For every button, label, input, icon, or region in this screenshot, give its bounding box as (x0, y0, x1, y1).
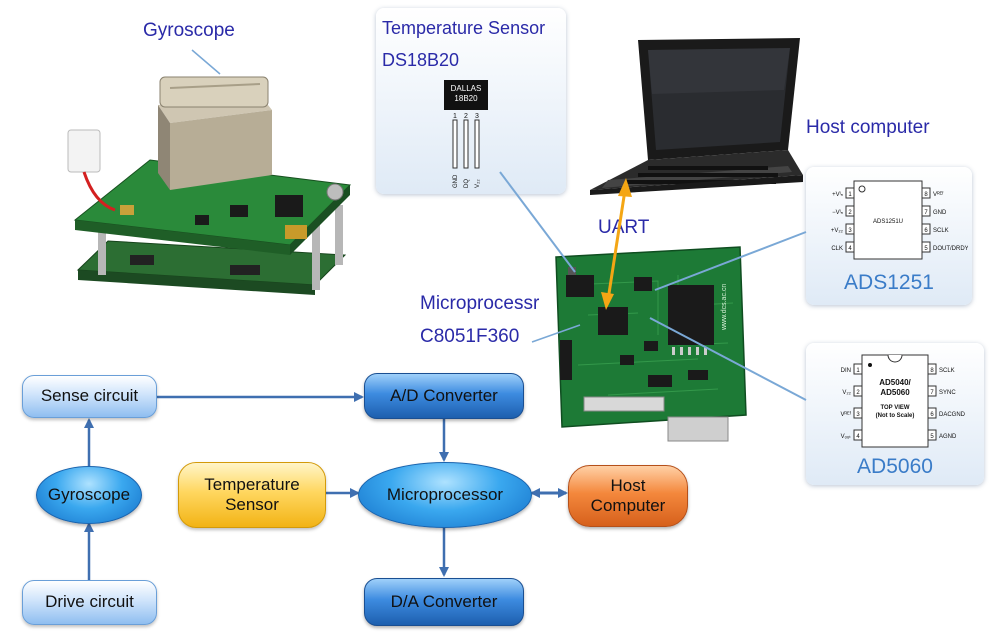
da-converter-node: D/A Converter (364, 578, 524, 626)
drive-circuit-node: Drive circuit (22, 580, 157, 625)
ad5060-chip-text-1: AD5040/ (879, 378, 911, 387)
host-computer-label-1: Host (610, 475, 646, 495)
chip-pin-name: GND (933, 210, 947, 216)
gyroscope-pointer-line (191, 49, 221, 75)
chip-pin-name: SCLK (939, 368, 955, 374)
microprocessor-board-image: www.dcs.ac.cn (555, 246, 747, 442)
ds18b20-pin-number: 2 (464, 113, 468, 120)
chip-pin-box (927, 363, 937, 375)
chip-pin-name: CLK (831, 246, 843, 252)
c8051f360-label: C8051F360 (420, 326, 520, 347)
uart-label: UART (598, 217, 650, 238)
ads1251-title: ADS1251 (844, 271, 934, 294)
ad5060-chip-text-2: AD5060 (880, 388, 910, 397)
gyroscope-node: Gyroscope (36, 466, 142, 524)
ds18b20-pin-name: GND (453, 174, 459, 188)
host-computer-photo-label: Host computer (806, 117, 930, 138)
ds18b20-pin-name: DQ (464, 179, 470, 188)
chip-pin-name: −Vᴵₙ (832, 209, 844, 216)
laptop-image (590, 38, 803, 195)
chip-pin-number: 7 (924, 210, 928, 216)
chip-pin-number: 6 (924, 228, 928, 234)
chip-pin-number: 5 (924, 246, 928, 252)
chip-pin-box (927, 385, 937, 397)
chip-pin-box (921, 205, 931, 217)
ad-converter-label: A/D Converter (390, 385, 498, 405)
chip-pin-name: Vᴿᴱᶠ (840, 411, 851, 418)
chip-pin-name: +Vᴵₙ (832, 191, 844, 198)
ad5060-card: AD5040/ AD5060 TOP VIEW (Not to Scale) 1… (806, 343, 984, 485)
gyroscope-node-label: Gyroscope (47, 484, 131, 504)
ds18b20-title: DS18B20 (382, 50, 460, 70)
chip-pin-number: 6 (930, 412, 934, 418)
chip-pin-box (853, 407, 863, 419)
chip-pin-number: 5 (930, 434, 934, 440)
ds18b20-pin-name: V₂₂ (475, 179, 481, 188)
ad5060-chip-text-3: TOP VIEW (880, 405, 909, 411)
chip-pin-box (927, 429, 937, 441)
chip-pin-box (853, 429, 863, 441)
chip-pin-box (921, 223, 931, 235)
microprocessor-node: Microprocessor (358, 462, 532, 528)
microprocessor-node-label: Microprocessor (386, 484, 504, 504)
chip-pin-box (845, 223, 855, 235)
chip-pin-number: 2 (848, 210, 852, 216)
chip-pin-name: Vᴿᴱᶠ (933, 191, 944, 198)
chip-pin-name: DIN (841, 368, 851, 374)
ds18b20-pin-number: 3 (475, 113, 479, 120)
ad-converter-node: A/D Converter (364, 373, 524, 419)
chip-pin-box (845, 187, 855, 199)
temperature-sensor-title: Temperature Sensor (382, 18, 546, 38)
chip-pin-box (853, 363, 863, 375)
microprocessor-photo-label: Microprocessr (420, 293, 540, 314)
ds18b20-chip-text-1: DALLAS (451, 84, 482, 93)
ads1251-chip-label: ADS1251U (873, 219, 903, 225)
da-converter-label: D/A Converter (390, 591, 498, 611)
chip-pin-number: 7 (930, 390, 934, 396)
temperature-sensor-card: Temperature Sensor DS18B20 DALLAS 18B20 … (376, 8, 566, 194)
ds18b20-pin-number: 1 (453, 113, 457, 120)
chip-pin-name: DOUT/DRDY (933, 246, 968, 252)
chip-pin-name: Vₒᵤₜ (841, 434, 852, 440)
gyroscope-board-image (67, 76, 352, 295)
drive-circuit-label: Drive circuit (45, 592, 134, 612)
ds18b20-chip-text-2: 18B20 (454, 94, 478, 103)
gyroscope-photo-label: Gyroscope (143, 20, 235, 41)
chip-pin-box (845, 205, 855, 217)
chip-pin-box (921, 241, 931, 253)
chip-pin-number: 4 (848, 246, 852, 252)
sense-circuit-label: Sense circuit (40, 386, 139, 406)
chip-pin-number: 8 (930, 368, 934, 374)
chip-pin-number: 1 (856, 368, 860, 374)
chip-pin-number: 3 (848, 228, 852, 234)
chip-pin-box (921, 187, 931, 199)
chip-pin-number: 2 (856, 390, 860, 396)
board-silkscreen: www.dcs.ac.cn (721, 284, 728, 331)
chip-pin-name: DACGND (939, 412, 966, 418)
chip-pin-number: 8 (924, 192, 928, 198)
chip-pin-name: V₂₂ (842, 390, 851, 396)
chip-pin-number: 3 (856, 412, 860, 418)
temperature-sensor-label-1: Temperature (204, 474, 300, 494)
ad5060-chip-drawing: AD5040/ AD5060 TOP VIEW (Not to Scale) 1… (840, 354, 966, 448)
chip-pin-box (845, 241, 855, 253)
chip-pin-box (927, 407, 937, 419)
host-computer-label-2: Computer (590, 496, 666, 515)
ds18b20-chip-drawing: DALLAS 18B20 1 2 3 GND DQ V₂₂ (444, 80, 488, 188)
ad5060-chip-text-4: (Not to Scale) (876, 413, 915, 419)
chip-pin-number: 1 (848, 192, 852, 198)
chip-pin-name: +V₂₂ (831, 228, 844, 234)
chip-pin-name: SCLK (933, 228, 949, 234)
temperature-sensor-label-2: Sensor (225, 495, 279, 514)
chip-pin-number: 4 (856, 434, 860, 440)
chip-pin-name: AGND (939, 434, 957, 440)
sense-circuit-node: Sense circuit (22, 375, 157, 418)
chip-pin-name: SYNC (939, 390, 956, 396)
chip-pin-box (853, 385, 863, 397)
ad5060-title: AD5060 (857, 455, 933, 478)
